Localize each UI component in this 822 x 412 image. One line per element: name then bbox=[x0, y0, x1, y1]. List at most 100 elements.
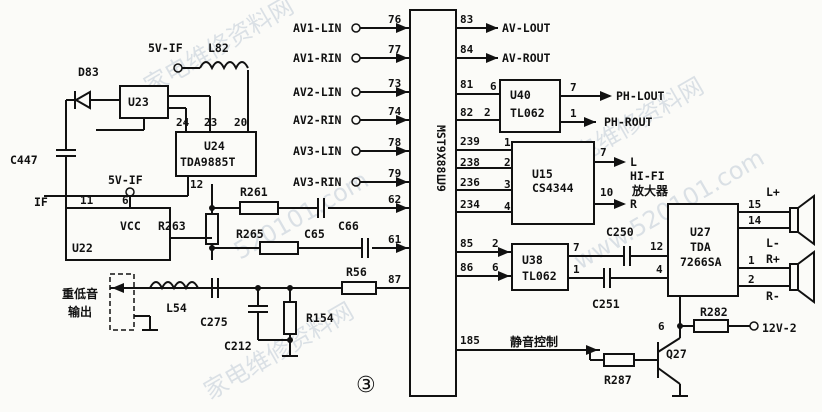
pin-85: 85 bbox=[460, 237, 473, 250]
speaker-l-plus-label: L+ bbox=[766, 185, 780, 199]
pin-185: 185 bbox=[460, 334, 480, 347]
u15-pin: 3 bbox=[504, 178, 511, 191]
u15-part-label: CS4344 bbox=[532, 181, 574, 195]
subwoofer-label-line1: 重低音 bbox=[62, 286, 98, 301]
u38-pin: 1 bbox=[573, 263, 580, 276]
u40-ref-label: U40 bbox=[510, 88, 531, 102]
u24-ref-label: U24 bbox=[204, 139, 225, 153]
speaker-l-minus-label: L- bbox=[766, 236, 780, 250]
speaker-r-plus-label: R+ bbox=[766, 252, 780, 266]
pin-78: 78 bbox=[388, 136, 401, 149]
u27-pin: 1 bbox=[748, 254, 755, 267]
speaker-left-icon bbox=[789, 194, 815, 246]
l82-label: L82 bbox=[208, 41, 229, 55]
pin-234: 234 bbox=[460, 198, 480, 211]
u9-chip-body bbox=[409, 9, 457, 397]
input-label-av1-rin: AV1-RIN bbox=[293, 51, 342, 65]
u38-pin: 6 bbox=[492, 261, 499, 274]
r56-resistor bbox=[341, 281, 377, 295]
input-label-av1-lin: AV1-LIN bbox=[293, 21, 342, 35]
output-label-av-rout: AV-ROUT bbox=[502, 51, 551, 65]
pin-73: 73 bbox=[388, 77, 401, 90]
u9-part-label: MST9X88L bbox=[434, 125, 448, 180]
pin-62: 62 bbox=[388, 193, 401, 206]
output-label-av-lout: AV-LOUT bbox=[502, 21, 551, 35]
u24-pin: 24 bbox=[176, 116, 190, 129]
c250-label: C250 bbox=[606, 225, 634, 239]
u40-pin: 1 bbox=[570, 107, 577, 120]
input-label-av2-lin: AV2-LIN bbox=[293, 85, 342, 99]
u22-supply-label: 5V-IF bbox=[108, 173, 143, 187]
r282-resistor bbox=[693, 319, 729, 333]
hifi-l-label: L bbox=[630, 155, 637, 169]
arrow bbox=[112, 283, 124, 293]
u15-ref-label: U15 bbox=[532, 167, 553, 181]
u15-pin: 4 bbox=[504, 200, 511, 213]
u15-pin: 1 bbox=[504, 136, 511, 149]
u40-pin: 6 bbox=[490, 80, 497, 93]
u40-pin: 7 bbox=[570, 81, 577, 94]
u38-chip-body bbox=[511, 243, 569, 291]
u22-chip-body bbox=[65, 207, 171, 261]
input-label-av2-rin: AV2-RIN bbox=[293, 113, 342, 127]
u9-ref-label: U9 bbox=[434, 178, 448, 192]
speaker-wires bbox=[738, 211, 790, 287]
d83-label: D83 bbox=[78, 65, 99, 79]
u24-part-label: TDA9885T bbox=[180, 155, 235, 169]
l82-inductor bbox=[199, 61, 249, 71]
q27-pin: 6 bbox=[658, 320, 665, 333]
r287-label: R287 bbox=[604, 373, 632, 387]
u38-pin: 7 bbox=[573, 241, 580, 254]
amplifier-label: 放大器 bbox=[631, 183, 669, 198]
av-input-lines bbox=[351, 23, 410, 187]
c447-label: C447 bbox=[10, 153, 38, 167]
r261-label: R261 bbox=[240, 185, 268, 199]
divider-resistor bbox=[205, 213, 219, 245]
u15-pin: 7 bbox=[600, 146, 607, 159]
junction-dot bbox=[287, 337, 293, 343]
u38-ref-label: U38 bbox=[522, 253, 543, 267]
u22-ref-label: U22 bbox=[72, 241, 93, 255]
u40-pin: 2 bbox=[484, 106, 491, 119]
arrow bbox=[586, 345, 598, 355]
pin-239: 239 bbox=[460, 135, 480, 148]
pin-236: 236 bbox=[460, 176, 480, 189]
u27-pin: 12 bbox=[650, 240, 663, 253]
junction-dot bbox=[209, 205, 215, 211]
junction-dot bbox=[209, 245, 215, 251]
c65-label: C65 bbox=[304, 227, 325, 241]
u15-chip-body bbox=[511, 141, 595, 225]
speaker-r-minus-label: R- bbox=[766, 289, 780, 303]
u24-pin: 23 bbox=[204, 116, 217, 129]
u27-pin: 15 bbox=[748, 198, 761, 211]
r56-label: R56 bbox=[346, 265, 367, 279]
q27-label: Q27 bbox=[666, 347, 687, 361]
r287-resistor bbox=[603, 353, 635, 367]
u40-chip-body bbox=[499, 79, 561, 133]
pin-83: 83 bbox=[460, 13, 473, 26]
u22-pin: 6 bbox=[122, 194, 129, 207]
l54-label: L54 bbox=[166, 301, 187, 315]
r154-resistor bbox=[283, 301, 297, 335]
pin-74: 74 bbox=[388, 105, 402, 118]
hifi-label: HI-FI bbox=[630, 169, 665, 183]
l54-inductor bbox=[149, 281, 199, 291]
figure-number: ③ bbox=[356, 373, 376, 398]
pin-76: 76 bbox=[388, 13, 402, 26]
mute-control-label: 静音控制 bbox=[510, 334, 558, 349]
input-label-av3-rin: AV3-RIN bbox=[293, 175, 342, 189]
r265-label: R265 bbox=[236, 227, 264, 241]
u15-pin: 10 bbox=[600, 186, 613, 199]
subwoofer-label-line2: 输出 bbox=[68, 304, 92, 319]
pin-61: 61 bbox=[388, 233, 402, 246]
input-label-av3-lin: AV3-LIN bbox=[293, 144, 342, 158]
u27-ref-label: U27 bbox=[690, 225, 711, 239]
u22-vcc-label: VCC bbox=[120, 219, 141, 233]
u24-pin: 12 bbox=[190, 178, 203, 191]
av-output-lines bbox=[456, 23, 498, 63]
pin-82: 82 bbox=[460, 106, 473, 119]
c275-label: C275 bbox=[200, 315, 228, 329]
hifi-r-label: R bbox=[630, 197, 637, 211]
